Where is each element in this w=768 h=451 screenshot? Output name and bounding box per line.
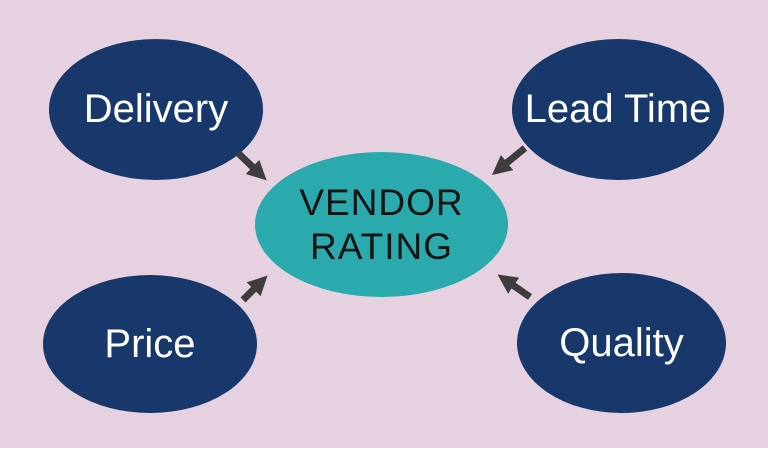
node-price: Price	[43, 275, 257, 413]
node-vendor-rating: VENDOR RATING	[255, 152, 508, 297]
node-delivery-label: Delivery	[83, 87, 229, 131]
arrow-quality-to-center	[497, 274, 532, 300]
node-delivery: Delivery	[49, 39, 263, 180]
node-quality: Quality	[517, 273, 726, 413]
node-lead-time: Lead Time	[512, 39, 724, 180]
node-quality-label: Quality	[559, 320, 684, 365]
arrow-price-to-center	[240, 275, 268, 303]
node-price-label: Price	[104, 321, 196, 366]
bottom-border	[0, 448, 768, 451]
arrow-lead-time-to-center	[491, 145, 528, 175]
vendor-rating-line2: RATING	[309, 225, 454, 267]
vendor-rating-line1: VENDOR	[299, 181, 464, 223]
node-lead-time-label: Lead Time	[524, 87, 712, 131]
arrow-delivery-to-center	[235, 150, 267, 181]
